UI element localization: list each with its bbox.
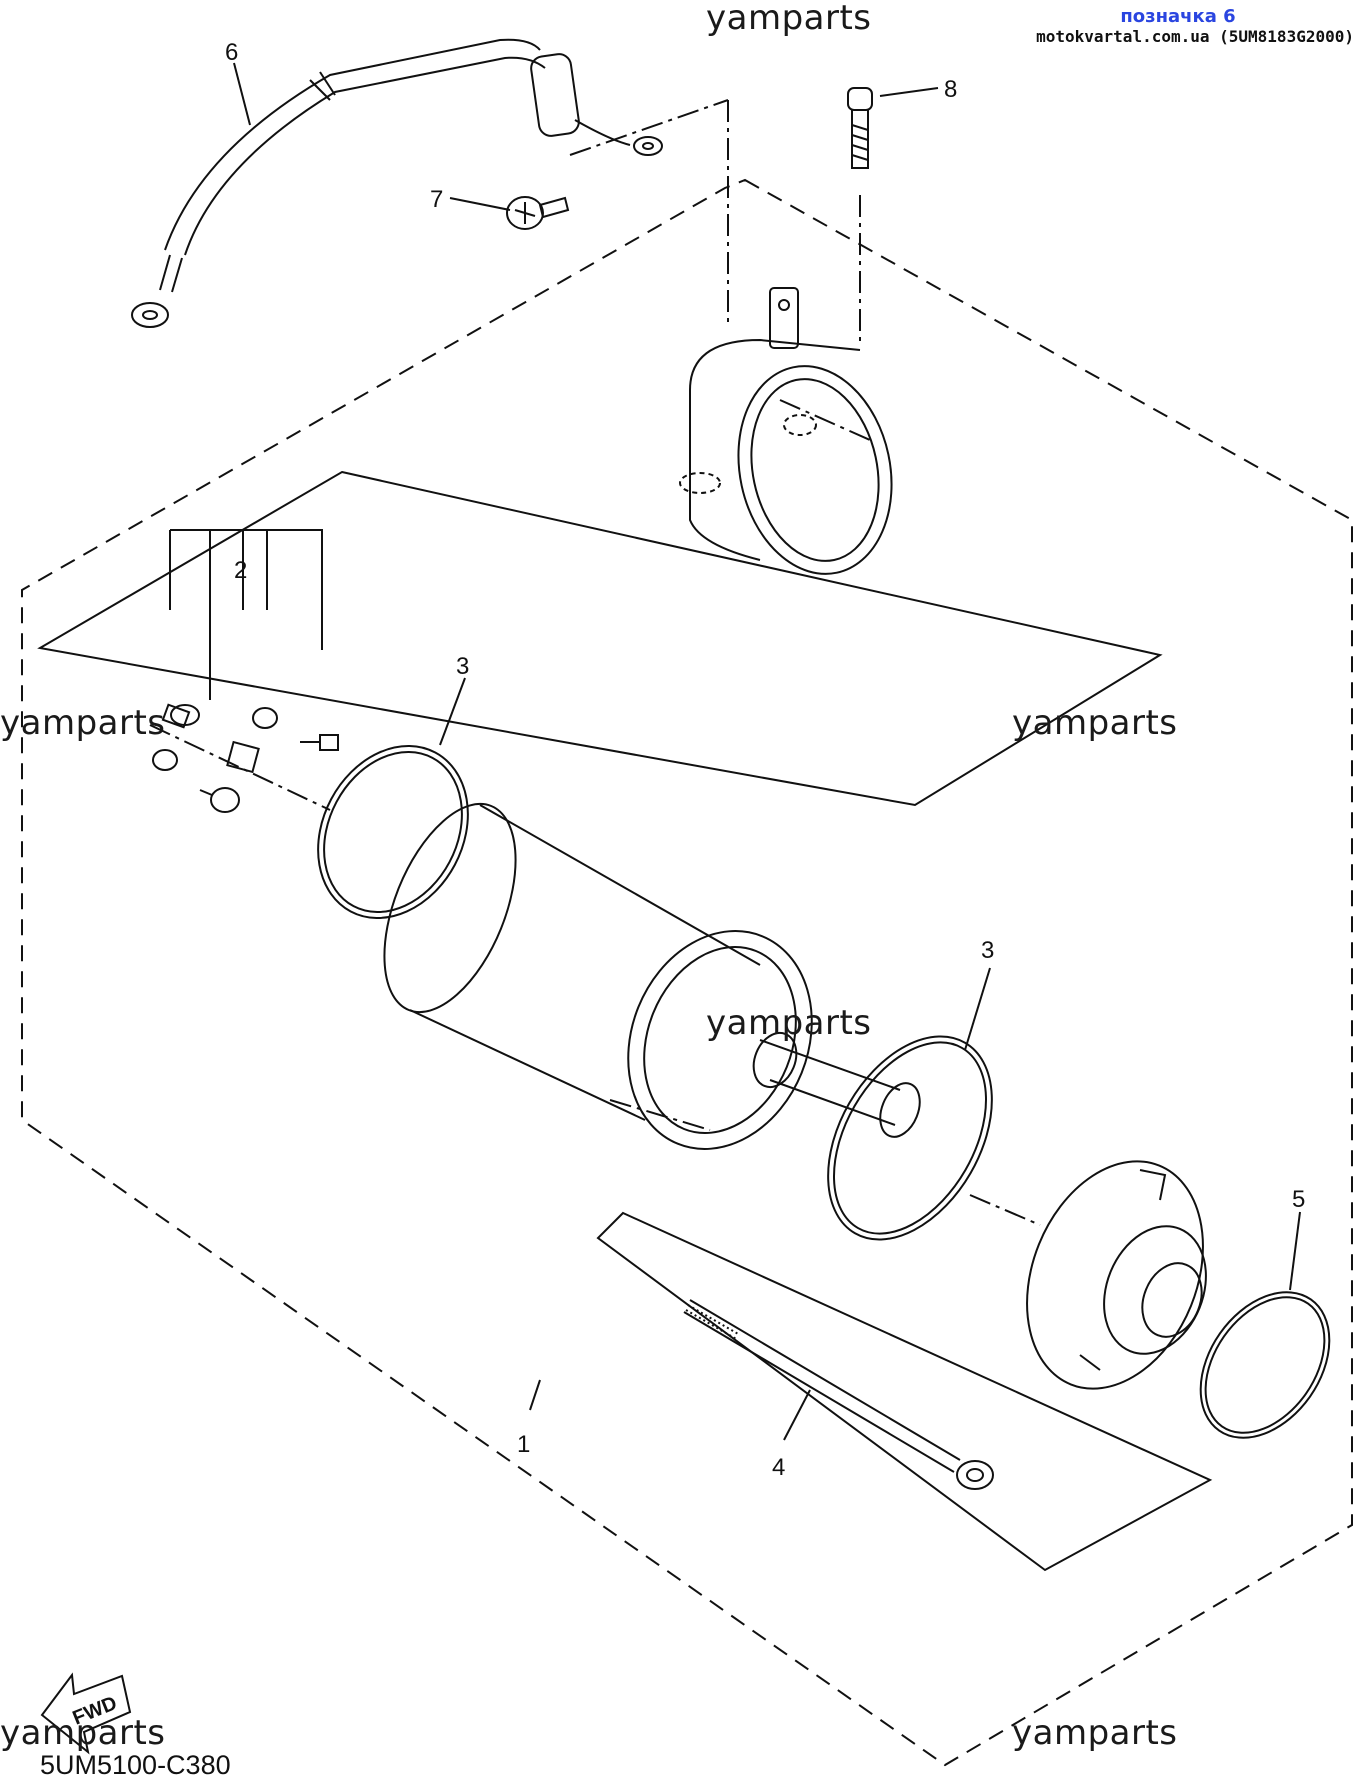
watermark-top: yamparts [706,0,872,38]
brush-plate-outline [37,470,1163,807]
callout-8: 8 [944,76,957,103]
watermark-bottom-right: yamparts [1012,1713,1178,1753]
through-bolt-plane [596,1211,1213,1572]
bolt-8 [847,87,873,169]
watermark-right: yamparts [1012,703,1178,743]
o-ring-left [317,745,469,919]
callout-4: 4 [772,1454,785,1481]
leader-lines [233,62,1301,1441]
o-ring-5 [1199,1291,1331,1439]
rear-housing [679,287,893,575]
front-cover [1026,1160,1207,1390]
callout-3-right: 3 [981,937,994,964]
watermark-left: yamparts [0,703,166,743]
assembly-boundary [21,178,1353,1767]
screw-7 [506,196,570,230]
guide-lines [149,99,1041,1226]
lead-wire [131,38,663,328]
callout-5: 5 [1292,1186,1305,1213]
through-bolt [683,1299,994,1490]
callout-2: 2 [234,557,247,584]
fwd-arrow [40,1672,132,1755]
motor-yoke [383,802,813,1150]
brush-set [152,529,339,813]
watermark-bottom-left: yamparts [0,1713,166,1753]
watermark-center: yamparts [706,1003,872,1043]
armature-shaft [752,1031,921,1138]
callout-1: 1 [517,1431,530,1458]
callout-6: 6 [225,39,238,66]
part-reference-title: позначка 6 [1120,6,1236,27]
callout-7: 7 [430,186,443,213]
o-ring-right [827,1035,993,1241]
callout-3-left: 3 [456,653,469,680]
catalog-code: 5UM5100-C380 [40,1750,231,1780]
source-reference: motokvartal.com.ua (5UM8183G2000) [1036,27,1354,46]
